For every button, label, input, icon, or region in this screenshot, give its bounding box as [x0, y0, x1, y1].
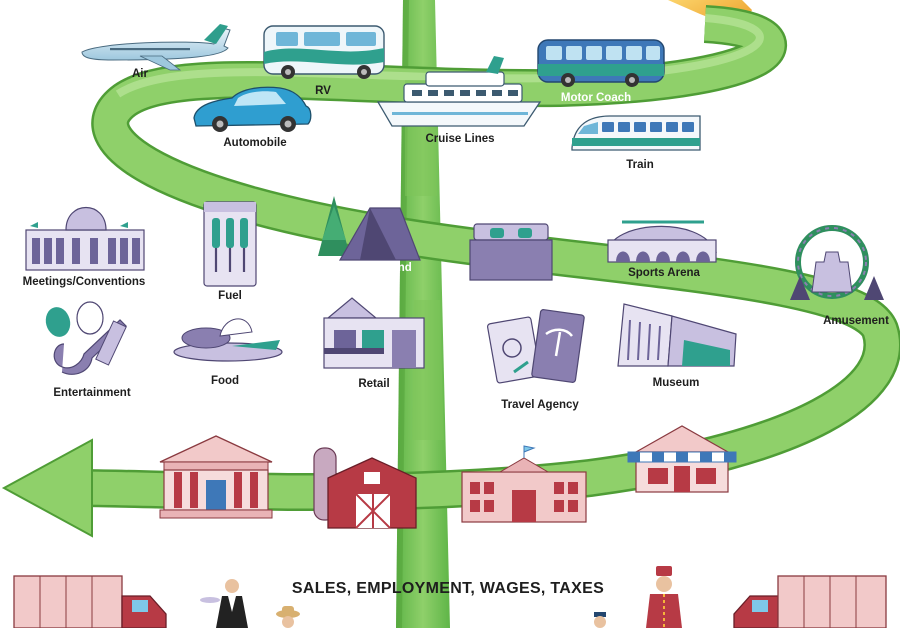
farm-barn-icon: [313, 447, 417, 529]
economic-benefits-banner: SALES, EMPLOYMENT, WAGES, TAXES: [292, 580, 604, 597]
bank-label: Bank: [202, 527, 231, 539]
amusement-label: Amusement: [823, 315, 889, 327]
waiter-icon: [200, 579, 248, 628]
delivery-truck-right-icon: [733, 575, 887, 628]
school-icon: [461, 445, 587, 523]
automobile-label: Automobile: [223, 137, 286, 149]
bakery-label: Bakery: [663, 503, 702, 515]
food-plate-icon: [173, 318, 283, 362]
automobile-icon: [193, 86, 312, 132]
fuel-label: Fuel: [218, 290, 242, 302]
officer-icon: [594, 612, 606, 628]
travel-brochure-icon: [487, 309, 585, 384]
delivery-truck-left-icon: [13, 575, 167, 628]
amusement-park-icon: [790, 225, 884, 300]
train-label: Train: [626, 159, 653, 171]
farm-label: Farm: [352, 538, 380, 550]
bank-icon: [159, 435, 273, 519]
motor-coach-icon: [537, 39, 665, 87]
meetings-label: Meetings/Conventions: [23, 276, 146, 288]
theater-masks-guitar-icon: [45, 301, 127, 375]
bellhop-icon: [646, 566, 682, 628]
rv-icon: [263, 25, 385, 79]
food-label: Food: [211, 375, 239, 387]
campground-icon: [318, 196, 421, 261]
museum-icon: [617, 303, 737, 367]
fuel-pump-icon: [203, 201, 257, 287]
farmer-icon: [276, 606, 300, 628]
bakery-icon: [627, 425, 737, 493]
travel-agency-label: Travel Agency: [501, 399, 579, 411]
campground-label: Campground: [340, 262, 412, 274]
museum-label: Museum: [653, 377, 700, 389]
sports-arena-label: Sports Arena: [628, 267, 700, 279]
cruise-lines-label: Cruise Lines: [425, 133, 494, 145]
motor-coach-label: Motor Coach: [561, 92, 631, 104]
entertainment-label: Entertainment: [53, 387, 130, 399]
train-icon: [571, 115, 701, 151]
retail-label: Retail: [358, 378, 389, 390]
rv-label: RV: [315, 85, 331, 97]
convention-center-icon: [25, 206, 145, 271]
sports-arena-icon: [607, 220, 717, 263]
lodging-bed-icon: [469, 223, 553, 281]
cruise-ship-icon: [376, 56, 542, 127]
school-label: School: [505, 532, 543, 544]
lodging-label: Lodging: [491, 285, 536, 297]
retail-store-icon: [323, 297, 425, 369]
air-label: Air: [132, 68, 149, 80]
air-icon: [81, 24, 231, 71]
